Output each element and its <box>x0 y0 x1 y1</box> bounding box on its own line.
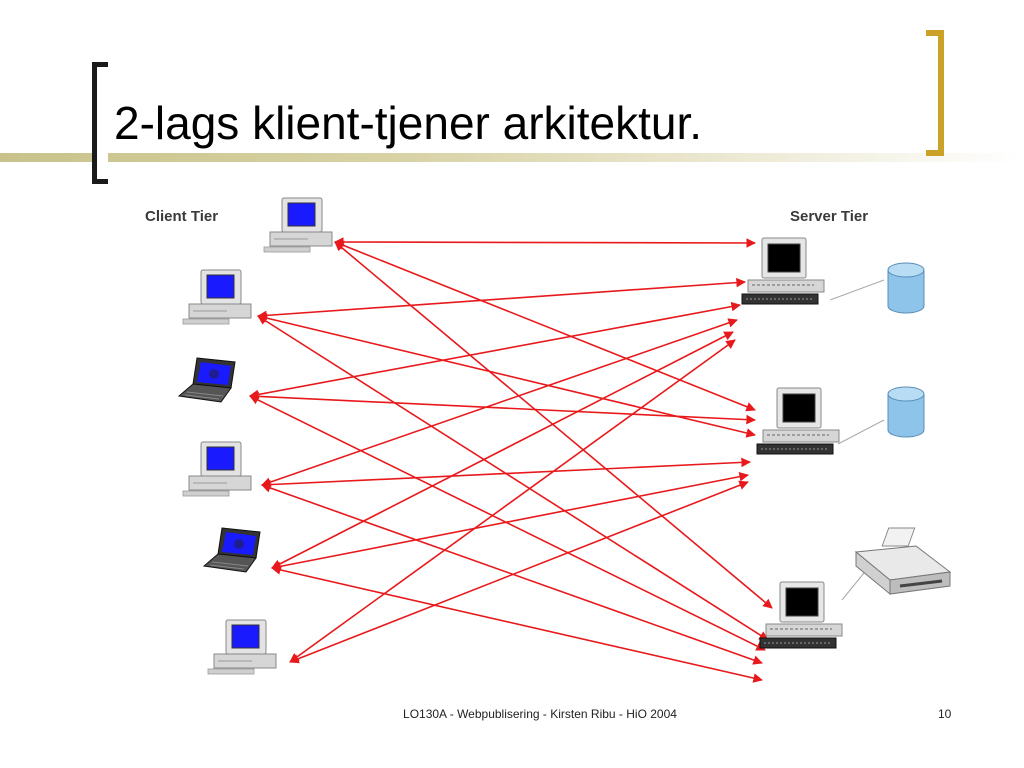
server-tier-label: Server Tier <box>790 208 869 225</box>
connection-client4-server2 <box>261 457 751 490</box>
server-computer-icon <box>759 581 843 649</box>
server-computer-icon <box>756 387 840 455</box>
connection-client6-server2 <box>289 480 749 664</box>
slide-page-number: 10 <box>938 707 952 721</box>
title-underline-bar <box>0 153 1024 162</box>
server-tier <box>741 237 952 649</box>
connection-client2-server1 <box>257 277 746 321</box>
connection-client5-server2 <box>271 471 749 572</box>
slide-title: 2-lags klient-tjener arkitektur. <box>114 97 703 149</box>
connection-client3-server2 <box>249 391 756 425</box>
server-computer-icon <box>741 237 825 305</box>
connection-client1-server1 <box>334 237 756 248</box>
database-icon <box>887 386 925 438</box>
server1-database-link <box>829 279 885 301</box>
connection-client3-server1 <box>249 301 741 400</box>
printer-icon <box>854 526 952 596</box>
connection-client3-server3 <box>249 395 766 651</box>
client-laptop-icon <box>178 357 236 403</box>
connection-client4-server1 <box>261 318 738 487</box>
client-desktop-icon <box>182 269 252 325</box>
connection-client2-server3 <box>257 315 769 641</box>
client-tier-label: Client Tier <box>145 208 219 225</box>
server2-database-link <box>837 419 885 445</box>
connection-client1-server3 <box>334 241 773 609</box>
connection-client5-server3 <box>271 565 763 683</box>
connection-client6-server1 <box>289 339 736 663</box>
left-bracket-decoration <box>92 62 108 184</box>
client-tier <box>178 197 333 675</box>
right-bracket-decoration <box>926 30 944 156</box>
connection-lines <box>249 237 773 683</box>
client-desktop-icon <box>207 619 277 675</box>
slide-footer: LO130A - Webpublisering - Kirsten Ribu -… <box>403 707 677 721</box>
server3-printer-link <box>841 567 869 601</box>
client-laptop-icon <box>203 527 261 573</box>
connection-client5-server1 <box>271 331 734 569</box>
client-desktop-icon <box>263 197 333 253</box>
database-icon <box>887 262 925 314</box>
client-desktop-icon <box>182 441 252 497</box>
